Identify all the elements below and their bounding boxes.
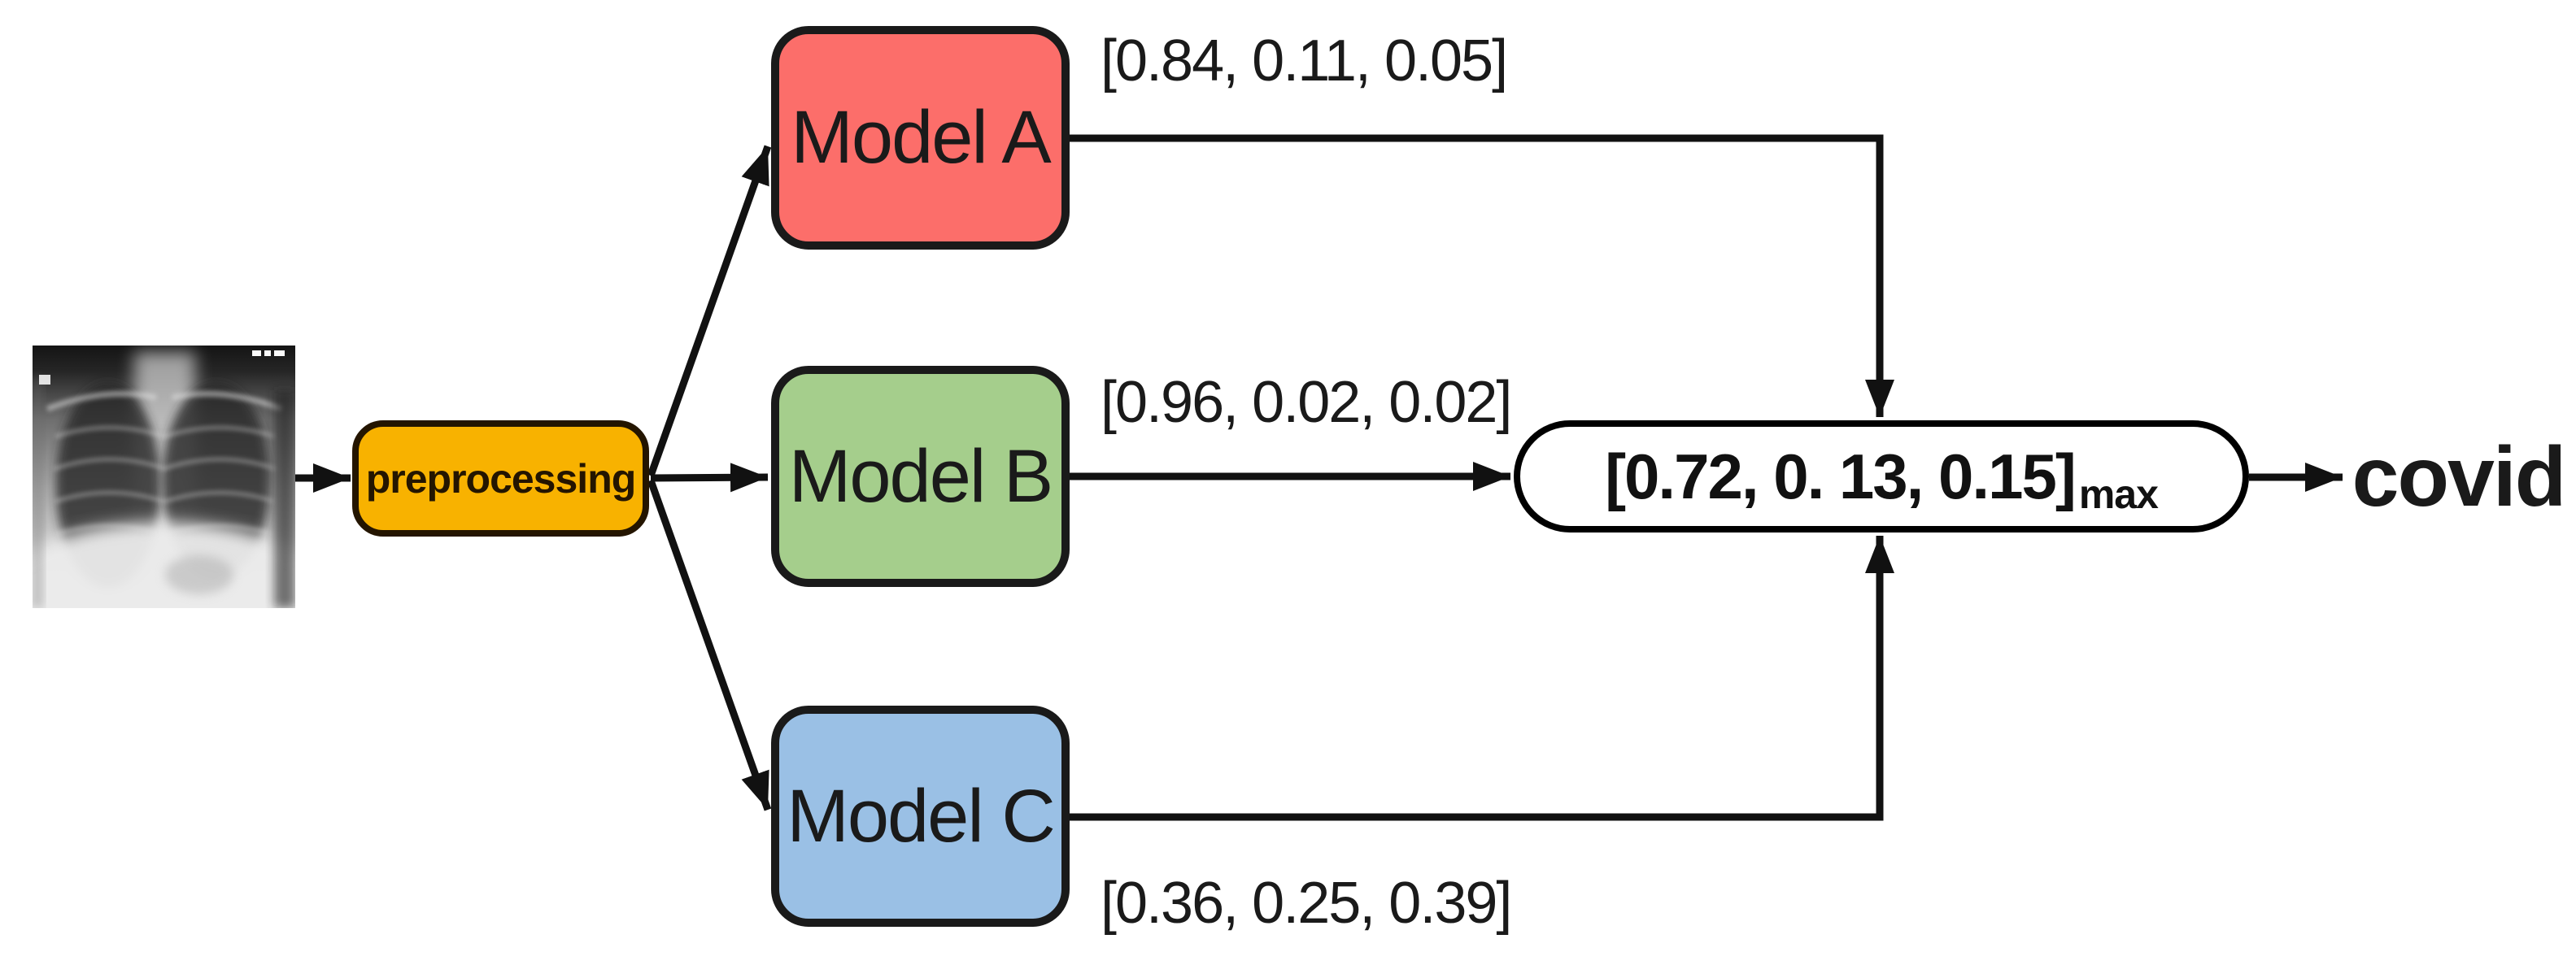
model-b-output-vector: [0.96, 0.02, 0.02] — [1101, 370, 1512, 435]
xray-left-edge-shadow — [33, 378, 42, 608]
preprocessing-box: preprocessing — [352, 420, 649, 537]
preprocessing-label: preprocessing — [365, 455, 637, 502]
model-c-output-vector: [0.36, 0.25, 0.39] — [1101, 871, 1512, 936]
prediction-label: covid — [2352, 430, 2567, 524]
xray-corner-marker-top-left — [39, 375, 50, 385]
model-a-output-vector: [0.84, 0.11, 0.05] — [1101, 28, 1508, 93]
xray-clavicles — [46, 390, 283, 412]
model-b-box: Model B — [771, 366, 1070, 587]
xray-diaphragm — [33, 522, 295, 608]
model-c-box: Model C — [771, 706, 1070, 927]
model-c-label: Model C — [787, 774, 1056, 858]
fusion-capsule: [0.72, 0. 13, 0.15]max — [1514, 420, 2249, 532]
xray-corner-marker-top-right — [252, 350, 285, 356]
fusion-vector-label: [0.72, 0. 13, 0.15] — [1605, 440, 2077, 512]
arrow-model-a-to-fusion — [1070, 134, 1894, 417]
max-subscript: max — [2078, 472, 2159, 517]
arrow-preprocessing-to-model-b — [650, 463, 769, 493]
arrow-preprocessing-to-model-c — [647, 479, 772, 811]
arrow-model-c-to-fusion — [1068, 536, 1894, 821]
xray-right-edge-shadow — [274, 390, 295, 608]
chest-xray-image — [33, 346, 295, 608]
model-a-box: Model A — [771, 26, 1070, 250]
model-b-label: Model B — [788, 434, 1053, 518]
arrow-preprocessing-to-model-a — [647, 145, 772, 477]
model-a-label: Model A — [791, 96, 1051, 179]
xray-stomach-shadow — [165, 555, 233, 594]
